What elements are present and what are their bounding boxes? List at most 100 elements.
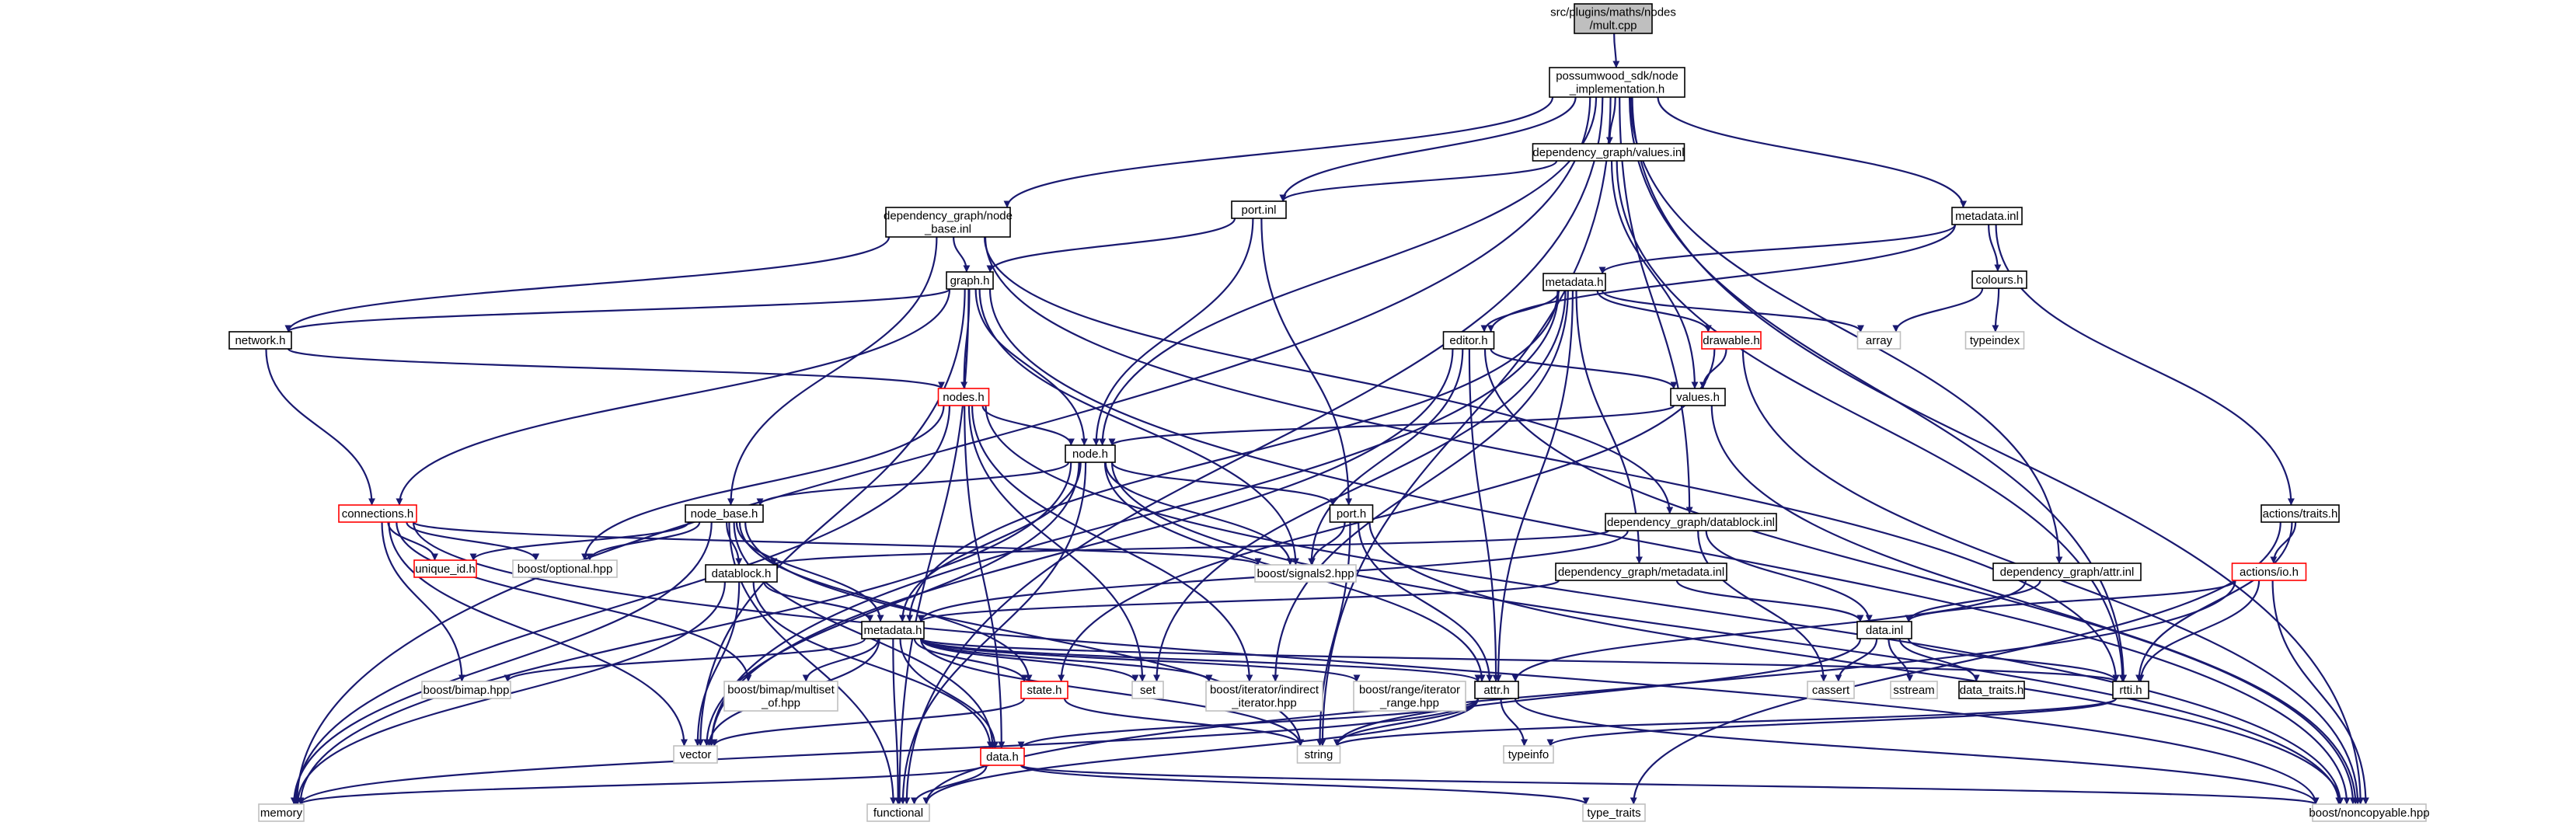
edge-attr_h-to-functional [922, 698, 1480, 805]
node-dg_metadata_inl[interactable]: dependency_graph/metadata.inl [1555, 563, 1727, 581]
node-set[interactable]: set [1131, 681, 1164, 699]
node-port_h[interactable]: port.h [1329, 504, 1374, 523]
node-label: dependency_graph/metadata.inl [1558, 566, 1724, 579]
edge-metadata_h_top-to-attr_h [1494, 290, 1574, 682]
node-boost_optional[interactable]: boost/optional.hpp [512, 559, 618, 578]
edge-values_h-to-node_h [1108, 404, 1675, 447]
node-label: data.inl [1866, 624, 1903, 637]
node-data_h[interactable]: data.h [980, 747, 1025, 766]
node-box [1532, 143, 1685, 162]
edge-graph_h-to-node_h [974, 288, 1088, 446]
node-drawable_h[interactable]: drawable.h [1701, 331, 1762, 350]
node-datablock_inl[interactable]: dependency_graph/datablock.inl [1605, 513, 1777, 531]
node-metadata_inl[interactable]: metadata.inl [1951, 207, 2023, 225]
edge-data_h-to-functional [911, 765, 988, 805]
node-editor_h[interactable]: editor.h [1442, 331, 1495, 350]
node-metadata_h_top[interactable]: metadata.h [1542, 273, 1606, 291]
node-attr_h[interactable]: attr.h [1474, 681, 1519, 699]
node-boost_range_iter[interactable]: boost/range/iterator_range.hpp [1353, 681, 1466, 712]
node-boost_bimap[interactable]: boost/bimap.hpp [421, 681, 511, 699]
node-label: unique_id.h [415, 563, 476, 576]
node-box [685, 504, 764, 523]
edge-datablock_inl-to-datablock_h [770, 529, 1610, 566]
node-node_h[interactable]: node.h [1065, 444, 1116, 463]
node-typeindex[interactable]: typeindex [1964, 331, 2025, 350]
node-box [1605, 513, 1777, 531]
node-boost_iter_indirect[interactable]: boost/iterator/indirect_iterator.hpp [1205, 681, 1323, 712]
node-boost_signals2[interactable]: boost/signals2.hpp [1254, 564, 1357, 583]
node-functional[interactable]: functional [866, 803, 930, 822]
node-box [1474, 681, 1519, 699]
edge-datablock_h-to-data_h [752, 581, 994, 749]
node-string[interactable]: string [1296, 745, 1341, 764]
node-label: node.h [1072, 448, 1108, 461]
edge-nodes_h-to-boost_iter_indirect [971, 405, 1253, 682]
edge-node_h-to-port_h [1110, 462, 1337, 506]
edge-attr_h-to-string [1333, 698, 1480, 747]
edge-data_inl-to-sstream [1888, 638, 1914, 682]
node-box [980, 747, 1025, 766]
edge-network_h-to-connections_h [265, 348, 376, 506]
edge-connections_h-to-boost_bimap_multiset [396, 521, 752, 682]
node-datablock_h[interactable]: datablock.h [705, 564, 778, 583]
node-label: src/plugins/maths/nodes [1550, 6, 1676, 19]
node-actions_traits_h[interactable]: actions/traits.h [2261, 504, 2340, 523]
edge-port_h-to-attr_h [1357, 521, 1494, 682]
edge-metadata_h-to-functional [892, 638, 902, 805]
node-network_h[interactable]: network.h [228, 331, 292, 350]
node-label: data.h [986, 751, 1019, 764]
node-cassert[interactable]: cassert [1807, 681, 1855, 699]
node-array[interactable]: array [1856, 331, 1901, 350]
node-label: _of.hpp [761, 697, 800, 710]
node-port_inl[interactable]: port.inl [1231, 200, 1287, 219]
node-boost_bimap_multiset[interactable]: boost/bimap/multiset_of.hpp [723, 681, 838, 712]
node-dg_attr_inl[interactable]: dependency_graph/attr.inl [1992, 563, 2142, 581]
node-boost_noncopyable[interactable]: boost/noncopyable.hpp [2309, 803, 2430, 822]
edge-port_inl-to-port_h [1260, 218, 1353, 506]
node-label: state.h [1027, 684, 1061, 697]
edge-graph_h-to-boost_signals2 [978, 288, 1299, 566]
node-state_h[interactable]: state.h [1020, 681, 1068, 699]
node-sstream[interactable]: sstream [1890, 681, 1938, 699]
edge-data_inl-to-cassert [1835, 638, 1878, 682]
edge-colours_h-to-array [1892, 287, 1984, 333]
node-box [1065, 444, 1116, 463]
node-rtti_h[interactable]: rtti.h [2112, 681, 2149, 699]
edge-editor_h-to-boost_noncopyable [1483, 348, 2357, 805]
edge-data_inl-to-rtti_h [1907, 638, 2120, 682]
node-box [937, 388, 990, 406]
node-node_impl[interactable]: possumwood_sdk/node_implementation.h [1549, 67, 1685, 98]
edge-state_h-to-string [1063, 698, 1304, 747]
node-mult_cpp[interactable]: src/plugins/maths/nodes/mult.cpp [1550, 3, 1676, 34]
node-unique_id_h[interactable]: unique_id.h [413, 559, 477, 578]
node-metadata_h[interactable]: metadata.h [861, 621, 925, 639]
node-label: editor.h [1449, 334, 1487, 347]
node-box [1503, 745, 1554, 764]
node-label: set [1140, 684, 1156, 697]
edge-nodes_h-to-data_h [964, 405, 1006, 749]
node-colours_h[interactable]: colours.h [1971, 270, 2027, 289]
node-label: boost/bimap/multiset [727, 684, 835, 697]
node-label: functional [873, 806, 923, 820]
node-vector[interactable]: vector [673, 745, 718, 764]
edge-metadata_inl-to-actions_traits_h [1995, 224, 2295, 506]
edge-port_inl-to-node_h [1093, 218, 1254, 446]
node-values_inl[interactable]: dependency_graph/values.inl [1532, 143, 1685, 162]
node-box [413, 559, 477, 578]
node-node_base_inl[interactable]: dependency_graph/node_base.inl [884, 207, 1013, 238]
node-values_h[interactable]: values.h [1670, 388, 1726, 406]
node-typeinfo[interactable]: typeinfo [1503, 745, 1554, 764]
node-data_inl[interactable]: data.inl [1856, 621, 1912, 639]
node-node_base_h[interactable]: node_base.h [685, 504, 764, 523]
node-data_traits_h[interactable]: data_traits.h [1958, 681, 2025, 699]
node-memory[interactable]: memory [258, 803, 305, 822]
node-type_traits[interactable]: type_traits [1582, 803, 1646, 822]
node-actions_io_h[interactable]: actions/io.h [2231, 563, 2307, 581]
node-nodes_h[interactable]: nodes.h [937, 388, 990, 406]
node-graph_h[interactable]: graph.h [946, 271, 994, 290]
node-box [1353, 681, 1466, 712]
node-box [1020, 681, 1068, 699]
node-connections_h[interactable]: connections.h [338, 504, 417, 523]
edge-node_impl-to-metadata_inl [1657, 96, 1968, 208]
